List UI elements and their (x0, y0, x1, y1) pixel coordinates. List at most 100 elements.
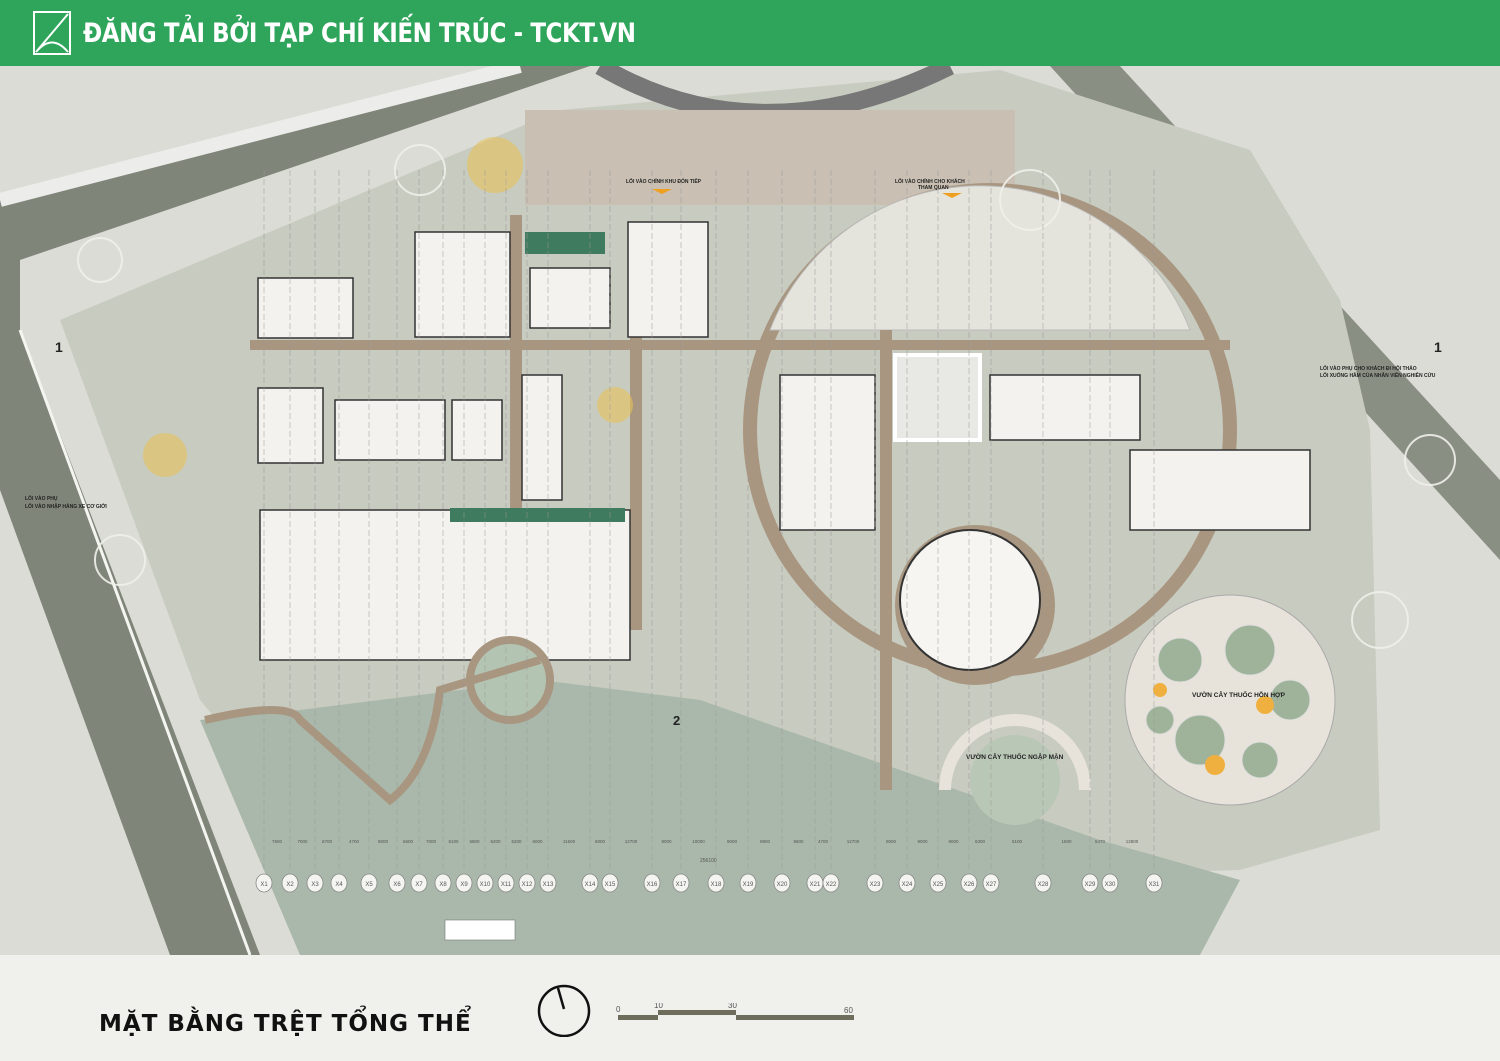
grid-axis-label: X29 (1085, 882, 1096, 888)
north-arrow-icon (537, 984, 591, 1037)
dimension-label: 12700 (847, 839, 860, 844)
dimension-label: 9800 (760, 839, 771, 844)
grid-axis-label: X16 (647, 882, 658, 888)
label-staff-basement: LỐI XUỐNG HẦM CỦA NHÂN VIÊN NGHIÊN CỨU (1320, 371, 1436, 379)
trees (77, 144, 1456, 649)
dimension-label: 6600 (403, 839, 414, 844)
mangrove-herb-garden (970, 735, 1060, 825)
grid-axis-label: X2 (286, 882, 294, 888)
grid-axis-label: X21 (810, 882, 821, 888)
grid-axis-bubble (539, 873, 557, 893)
dimension-label: 5470 (1095, 839, 1106, 844)
dimension-label: 7000 (297, 839, 308, 844)
section-marker-1-right: 1 (1434, 339, 1442, 355)
grid-axis-label: X1 (260, 882, 268, 888)
grid-axis-label: X7 (415, 882, 423, 888)
dimension-label: 6000 (595, 839, 606, 844)
publisher-banner: ĐĂNG TẢI BỞI TẠP CHÍ KIẾN TRÚC - TCKT.VN (0, 0, 1500, 66)
banner-title: ĐĂNG TẢI BỞI TẠP CHÍ KIẾN TRÚC - TCKT.VN (83, 17, 636, 49)
dimension-label: 9000 (727, 839, 738, 844)
grid-axis-bubble (898, 873, 916, 893)
label-mixed-garden: VƯỜN CÂY THUỐC HỖN HỢP (1192, 689, 1286, 699)
grid-axis-label: X22 (826, 882, 837, 888)
legend-table (444, 919, 516, 941)
auditorium (899, 529, 1041, 671)
grid-axis-label: X12 (522, 882, 533, 888)
grid-axis-label: X6 (393, 882, 401, 888)
dimension-label: 6200 (511, 839, 522, 844)
grid-axis-label: X26 (964, 882, 975, 888)
scale-label: 60 (844, 1006, 853, 1015)
grid-axis-bubble (773, 873, 791, 893)
grid-axis-label: X19 (743, 882, 754, 888)
label-visitor-entrance: LỐI VÀO CHÍNH CHO KHÁCH (895, 177, 965, 185)
grid-axis-label: X13 (543, 882, 554, 888)
dimension-label: 6300 (975, 839, 986, 844)
dimension-label: 9000 (886, 839, 897, 844)
label-visitor-entrance-2: THAM QUAN (918, 185, 949, 191)
tckt-logo-icon (33, 11, 71, 55)
grid-axis-bubble (866, 873, 884, 893)
grid-axis-label: X8 (439, 882, 447, 888)
label-side-entrance: LỐI VÀO PHỤ CHO KHÁCH ĐI HỘI THẢO (1320, 364, 1417, 372)
grid-axis-label: X9 (460, 882, 468, 888)
grid-axis-label: X11 (501, 882, 512, 888)
grid-axis-bubble (643, 873, 661, 893)
grid-axis-bubble (707, 873, 725, 893)
dimension-label: 8000 (378, 839, 389, 844)
grid-axis-bubble (982, 873, 1000, 893)
road-left (0, 66, 590, 955)
grid-axis-bubble (672, 873, 690, 893)
scale-label: 0 (616, 1005, 621, 1014)
dimension-label: 6000 (532, 839, 543, 844)
grid-axis-bubble (330, 873, 348, 893)
grid-axis-bubble (455, 873, 473, 893)
grid-axis-label: X5 (365, 882, 373, 888)
grid-axis-bubble (960, 873, 978, 893)
dimension-label: 9000 (948, 839, 959, 844)
section-marker-2: 2 (673, 713, 680, 728)
dimension-label: 12700 (625, 839, 638, 844)
scale-bar: 0 10 30 60 (616, 1003, 854, 1020)
dimension-label: 1500 (1061, 839, 1072, 844)
dimension-label: 8000 (661, 839, 672, 844)
dimension-label: 7000 (426, 839, 437, 844)
grid-axis-bubble (410, 873, 428, 893)
grid-axis-bubble (739, 873, 757, 893)
scale-label: 10 (654, 1003, 663, 1010)
grid-axis-bubble (360, 873, 378, 893)
dimension-label: 9600 (793, 839, 804, 844)
grid-axis-bubble (1034, 873, 1052, 893)
grid-axis-label: X27 (986, 882, 997, 888)
dimension-label: 7600 (272, 839, 283, 844)
grid-axis-label: X18 (711, 882, 722, 888)
grid-axis-bubble (497, 873, 515, 893)
grid-axis-bubble (255, 873, 273, 893)
label-reception-entrance: LỐI VÀO CHÍNH KHU ĐÓN TIẾP (626, 177, 702, 185)
grid-axis-bubble (1101, 873, 1119, 893)
label-mangrove-garden: VƯỜN CÂY THUỐC NGẬP MẶN (966, 751, 1064, 761)
dimension-label: 12800 (1126, 839, 1139, 844)
footer: MẶT BẰNG TRỆT TỔNG THỂ 0 10 30 60 (0, 955, 1500, 1061)
grid-axis-bubble (476, 873, 494, 893)
grid-axis-label: X31 (1149, 882, 1160, 888)
grid-axis-bubble (518, 873, 536, 893)
dimension-label: 6100 (448, 839, 459, 844)
entrance-plaza (525, 110, 1015, 205)
dimension-label: 11600 (563, 839, 576, 844)
dimension-label: 5100 (1012, 839, 1023, 844)
grid-axis-label: X3 (311, 882, 319, 888)
scale-label: 30 (728, 1003, 737, 1010)
entrance-arrow-icon (942, 193, 962, 198)
grid-axis-label: X23 (870, 882, 881, 888)
dimension-label: 10000 (692, 839, 705, 844)
total-dimension: 256100 (700, 858, 717, 864)
section-marker-1-left: 1 (55, 339, 63, 355)
dimension-label: 5800 (469, 839, 480, 844)
grid-axis-bubble (1081, 873, 1099, 893)
grid-axis-bubble (822, 873, 840, 893)
dimension-label: 6200 (490, 839, 501, 844)
entrance-arrow-icon (652, 189, 672, 194)
grid-axis-bubble (929, 873, 947, 893)
dimension-label: 4700 (349, 839, 360, 844)
